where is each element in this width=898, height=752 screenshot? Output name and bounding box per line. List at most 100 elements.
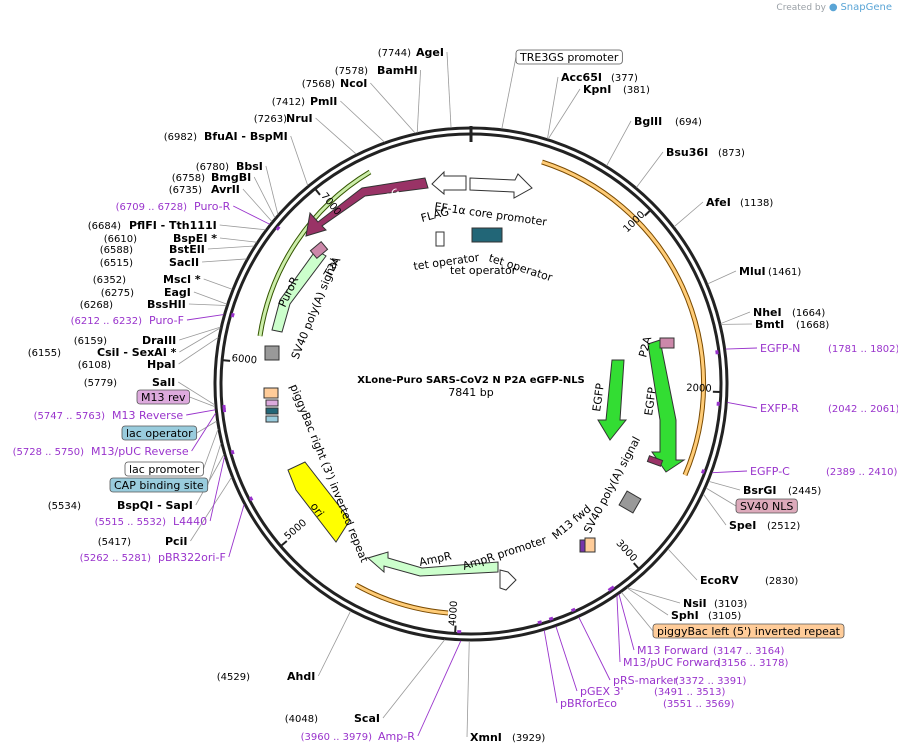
site-position: (7412) (272, 97, 305, 108)
primer-position: (6709 .. 6728) (116, 202, 188, 213)
t2a-feature (309, 240, 329, 260)
primer-leader-line (417, 640, 462, 737)
ampr-promoter-label: AmpR promoter (461, 533, 549, 573)
primer-position: (2389 .. 2410) (826, 467, 898, 478)
site-name: AvrII (211, 183, 240, 196)
site-position: (6684) (88, 221, 121, 232)
site-position: (6155) (28, 348, 61, 359)
boxed-label-box (652, 623, 845, 639)
egfp-outer-label: EGFP (642, 386, 659, 416)
primer-lines (186, 205, 758, 737)
site-name: HpaI (147, 358, 176, 371)
site-position: (1664) (792, 308, 825, 319)
site-leader-line (340, 100, 385, 143)
puror-feature (271, 249, 327, 333)
primer-mark (570, 607, 576, 613)
boxed-label-text: SV40 NLS (740, 500, 793, 513)
site-leader-line (707, 270, 737, 285)
tick-mark (314, 188, 321, 196)
primer-position: (3147 .. 3164) (713, 646, 785, 657)
site-leader-line (290, 135, 309, 186)
primer-position: (5728 .. 5750) (13, 447, 85, 458)
tet-operator-3-label: tet operator (450, 264, 517, 277)
site-leader-line (606, 120, 632, 166)
site-name: PciI (165, 535, 187, 548)
site-name: Acc65I (561, 71, 602, 84)
egfp-inner-label: EGFP (590, 382, 607, 412)
tick-label: 6000 (231, 353, 257, 366)
primer-mark (275, 225, 281, 231)
primer-name: EGFP-N (760, 342, 800, 355)
tet-operator-block (471, 227, 503, 243)
site-position: (6610) (104, 234, 137, 245)
site-leader-line (317, 610, 351, 677)
site-leader-line (382, 639, 446, 719)
site-leader-line (188, 303, 227, 306)
boxed-label-box (735, 498, 798, 514)
site-name: DraIII (142, 334, 176, 347)
site-name: PflFI - Tth111I (129, 219, 217, 232)
boxed-label-text: CAP binding site (114, 479, 204, 492)
primer-position: (6212 .. 6232) (71, 316, 143, 327)
site-position: (6515) (100, 258, 133, 269)
site-leader-line (203, 278, 233, 290)
site-name: MluI (739, 265, 766, 278)
site-leader-line (202, 258, 247, 263)
boxed-label-text: piggyBac left (5') inverted repeat (657, 625, 841, 638)
ef1a-left-arrow (431, 170, 467, 196)
primer-position: (3960 .. 3979) (301, 732, 373, 743)
primer-position: (3551 .. 3569) (663, 699, 735, 710)
site-position: (4048) (285, 714, 318, 725)
site-name: NheI (753, 306, 782, 319)
site-position: (6758) (172, 173, 205, 184)
site-name: SacII (169, 256, 199, 269)
site-name: SpeI (729, 519, 756, 532)
site-position: (6159) (74, 336, 107, 347)
sv40-left-label: SV40 poly(A) signal (289, 257, 341, 361)
site-leader-line (370, 82, 416, 134)
boxed-leader-line (189, 396, 216, 408)
primer-leader-line (233, 205, 270, 225)
site-name: BsrGI (743, 484, 776, 497)
site-name: NcoI (340, 77, 367, 90)
tick-mark (280, 540, 288, 547)
site-position: (2445) (788, 486, 821, 497)
primer-name: EGFP-C (750, 465, 790, 478)
site-name: PmlI (310, 95, 337, 108)
site-name: SphI (671, 609, 699, 622)
site-leader-line (315, 117, 357, 155)
boxed-leader-line (621, 592, 654, 632)
boxed-label-box (124, 461, 204, 477)
primer-leader-line (228, 504, 245, 558)
primer-leader-line (191, 412, 217, 452)
primer-name: M13 Reverse (112, 409, 183, 422)
site-position: (377) (611, 73, 638, 84)
primer-position: (2042 .. 2061) (828, 404, 898, 415)
site-position: (3929) (512, 733, 545, 744)
site-position: (3105) (708, 611, 741, 622)
site-position: (6735) (169, 185, 202, 196)
site-name: BmtI (755, 318, 784, 331)
primer-leader-line (543, 630, 558, 704)
site-position: (2512) (767, 521, 800, 532)
site-name: BbsI (236, 160, 263, 173)
site-name: BfuAI - BspMI (204, 130, 288, 143)
lac-feature-3 (265, 415, 279, 423)
primer-name: pGEX 3' (580, 685, 624, 698)
site-position: (7744) (378, 48, 411, 59)
tick-mark (222, 359, 231, 362)
primer-name: pRS-marker (613, 674, 678, 687)
primer-mark (230, 449, 235, 455)
primer-mark (537, 620, 543, 625)
flag-feature (435, 231, 445, 247)
boxed-leader-line (501, 56, 517, 129)
tick-label: 5000 (283, 518, 310, 543)
primer-name: M13 Forward (637, 644, 708, 657)
primer-position: (3372 .. 3391) (675, 676, 747, 687)
ampr-promoter-feature (499, 569, 517, 591)
site-name: XmnI (470, 731, 502, 744)
site-leader-line (253, 176, 276, 219)
site-position: (6780) (196, 162, 229, 173)
site-name: MscI * (163, 273, 201, 286)
